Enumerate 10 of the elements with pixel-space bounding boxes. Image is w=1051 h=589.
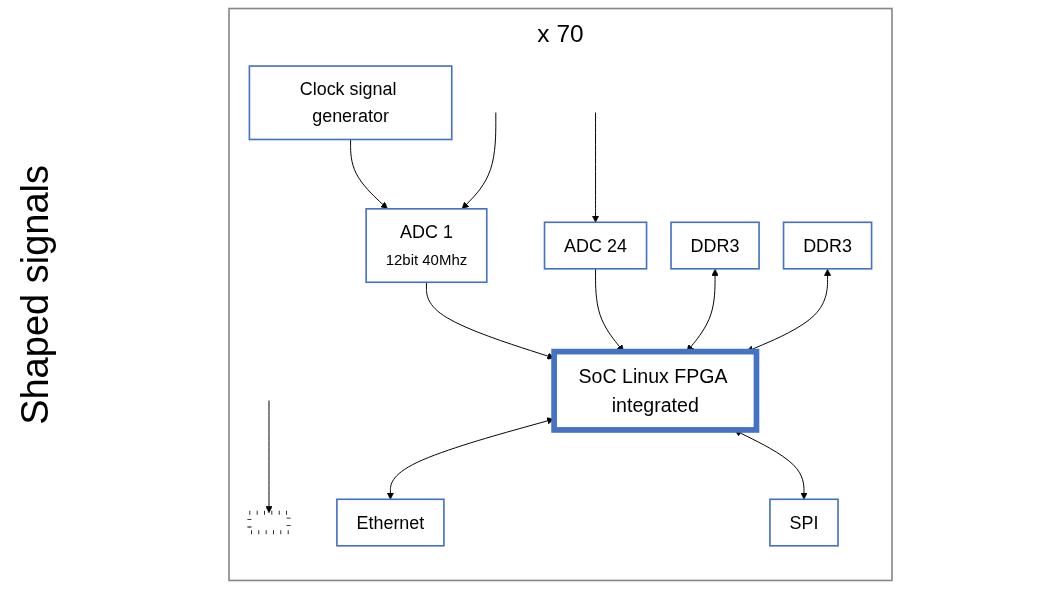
- node-box: Ethernet: [336, 498, 445, 547]
- node-box: ADC 1 12bit 40Mhz: [365, 208, 488, 284]
- node-box: DDR3: [670, 221, 760, 270]
- side-label: Shaped signals: [13, 164, 57, 425]
- node-box: DDR3: [782, 221, 873, 270]
- node-box: ADC 24: [543, 221, 648, 270]
- node-box: Clock signal generator: [248, 65, 453, 141]
- node-box: SoC Linux FPGA integrated: [551, 348, 760, 433]
- node-dots: [247, 510, 291, 535]
- node-box: SPI: [769, 498, 839, 547]
